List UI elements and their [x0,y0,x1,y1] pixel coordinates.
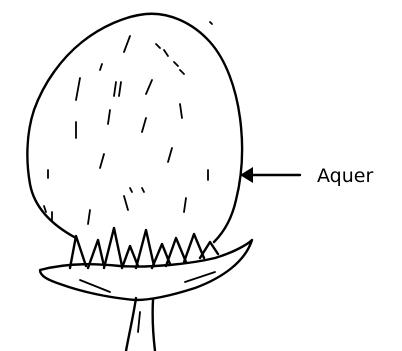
calyx [40,240,252,300]
fruit-body [27,14,242,242]
stem [126,298,155,351]
callout-label: Aquer [317,165,373,187]
callout-arrow [240,167,300,183]
